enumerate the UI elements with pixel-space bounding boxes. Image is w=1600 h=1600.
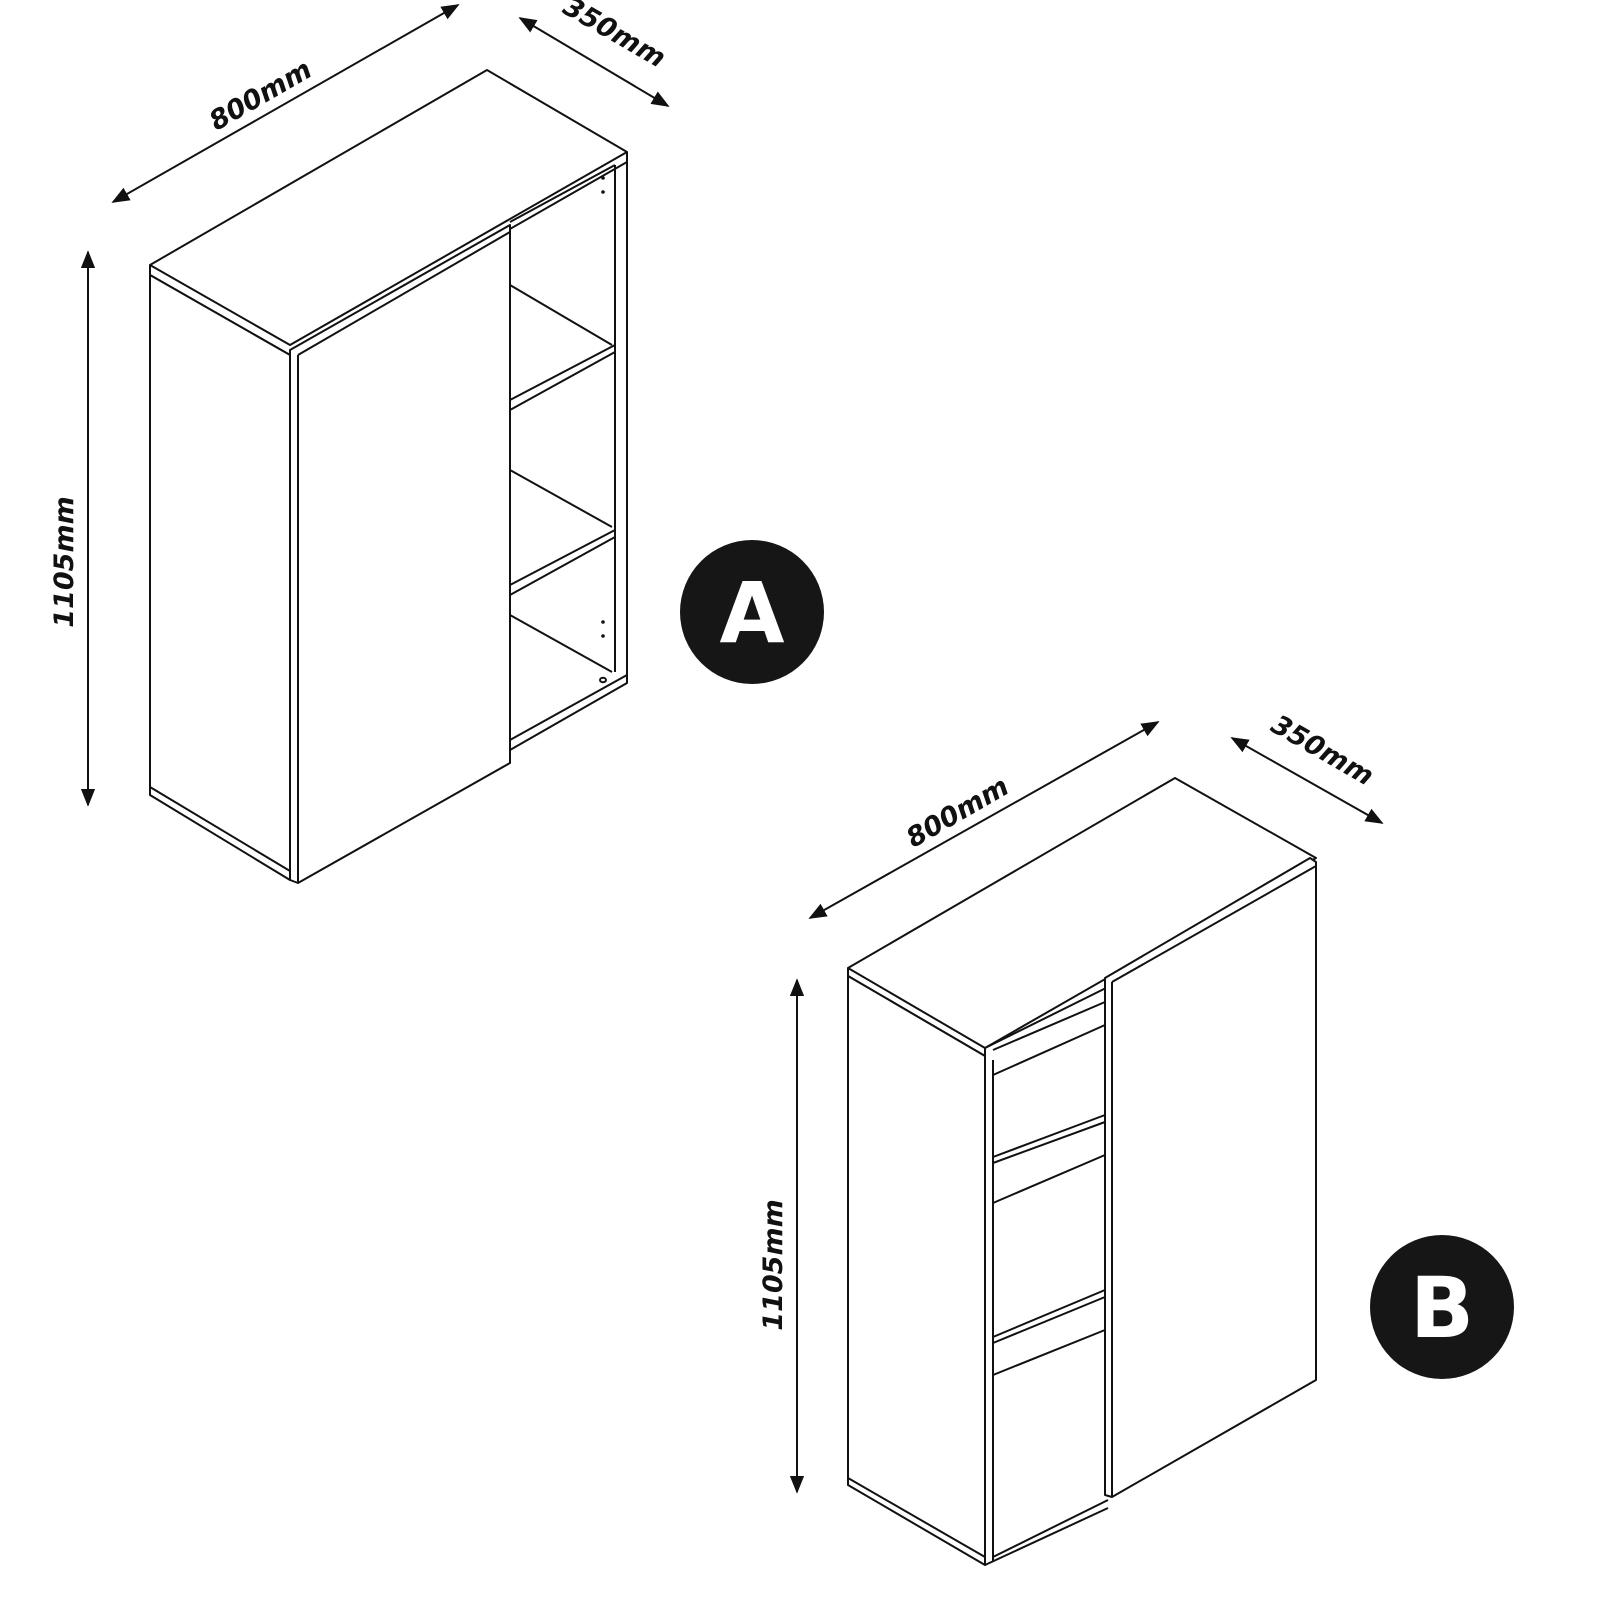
- cabinet-a-depth-label: 350mm: [558, 0, 671, 74]
- variant-b-badge: B: [1370, 1235, 1514, 1379]
- cabinet-b-width-arrow: [808, 721, 1160, 919]
- cabinet-b-depth-arrow: [1230, 737, 1384, 824]
- cabinet-a-depth-arrow: [518, 17, 670, 107]
- svg-text:B: B: [1410, 1259, 1474, 1357]
- cabinet-a-shelves: [509, 176, 628, 751]
- cabinet-b-left-panel: [847, 975, 986, 1566]
- cabinet-a-door[interactable]: [289, 224, 511, 884]
- cabinet-b-shelves: [984, 986, 1109, 1566]
- cabinet-a-left-panel: [149, 274, 291, 881]
- variant-a-badge: A: [680, 540, 824, 684]
- cabinet-a-width-arrow: [111, 4, 460, 203]
- cabinet-b-door[interactable]: [1104, 857, 1317, 1498]
- svg-text:A: A: [719, 564, 784, 662]
- cabinet-b: 800mm 350mm 1105mm B: [758, 709, 1514, 1566]
- cabinet-b-depth-label: 350mm: [1266, 709, 1379, 792]
- cabinet-a: 800mm 350mm 1105mm A: [49, 0, 824, 884]
- cabinet-a-height-label: 1105mm: [49, 496, 80, 627]
- cabinet-b-height-label: 1105mm: [758, 1199, 789, 1330]
